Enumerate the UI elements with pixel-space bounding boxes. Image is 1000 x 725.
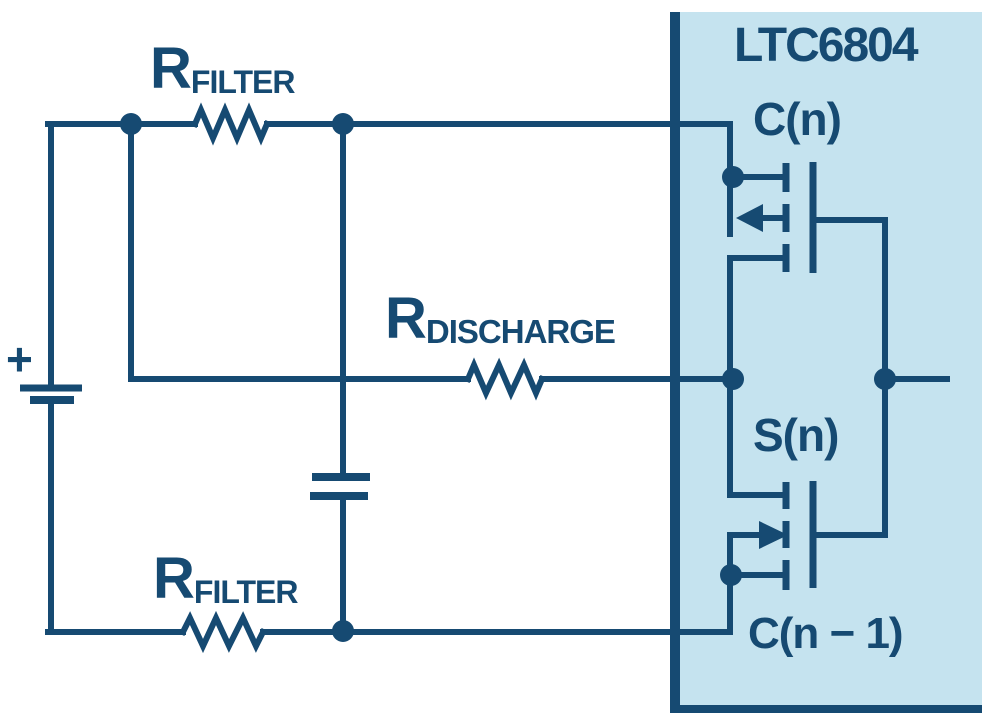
mosfet-top-body-arrow-icon — [736, 204, 763, 232]
ic-title: LTC6804 — [734, 19, 919, 72]
resistor-top-filter-label: RFILTER — [150, 40, 296, 100]
junction-dots — [120, 113, 896, 642]
battery-symbol — [20, 121, 82, 635]
resistor-discharge-icon — [464, 357, 546, 401]
pin-label-sn: S(n) — [753, 409, 839, 461]
pin-label-cn: C(n) — [753, 93, 842, 145]
discharge-wire — [128, 121, 736, 401]
ltc6804-ic-region — [670, 12, 982, 713]
resistor-discharge-label: RDISCHARGE — [385, 290, 616, 350]
mosfet-bottom-body-arrow-icon — [759, 521, 788, 549]
resistor-top-filter-icon — [191, 102, 271, 146]
resistor-subscript: FILTER — [193, 574, 299, 610]
resistor-bottom-filter-icon — [178, 610, 268, 654]
resistor-symbol-letter: R — [385, 286, 427, 351]
battery-plus-label: + — [6, 333, 33, 385]
resistor-symbol-letter: R — [150, 36, 192, 101]
resistor-bottom-filter-label: RFILTER — [153, 550, 299, 610]
pin-label-cn-1: C(n − 1) — [748, 609, 904, 658]
top-filter-wire — [45, 102, 733, 180]
mosfet-top — [727, 162, 817, 382]
resistor-symbol-letter: R — [153, 546, 195, 611]
resistor-subscript: FILTER — [190, 64, 296, 100]
capacitor-symbol — [310, 121, 370, 634]
resistor-subscript: DISCHARGE — [425, 313, 616, 350]
